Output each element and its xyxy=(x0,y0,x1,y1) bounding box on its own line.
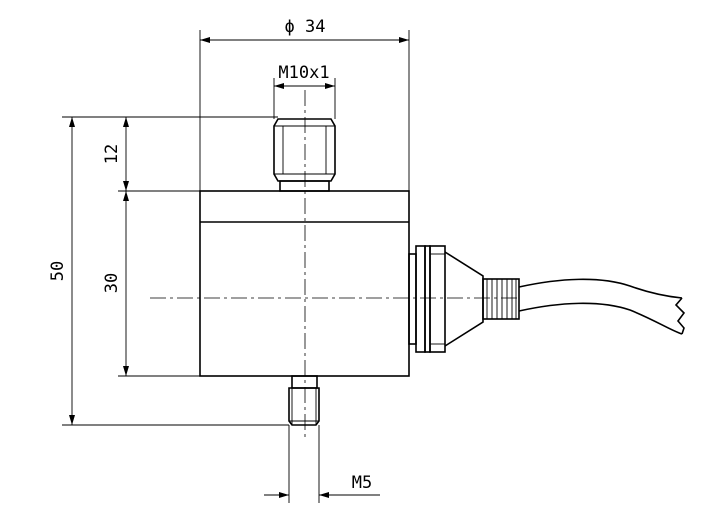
dimension-lines xyxy=(69,37,409,498)
bottom-thread-stud xyxy=(288,375,320,426)
extension-lines xyxy=(62,30,410,503)
sensor-body xyxy=(199,190,410,377)
cable-connector xyxy=(408,245,520,353)
diameter-label: ϕ 34 xyxy=(285,17,326,37)
top-thread-label: M10x1 xyxy=(278,63,329,83)
top-thread-stud xyxy=(273,118,336,192)
total-height-label: 50 xyxy=(48,261,68,281)
top-stud-height-label: 12 xyxy=(102,144,122,164)
body-height-label: 30 xyxy=(102,273,122,293)
bottom-thread-label: M5 xyxy=(352,473,372,493)
cable xyxy=(518,278,686,335)
center-lines xyxy=(150,90,520,438)
